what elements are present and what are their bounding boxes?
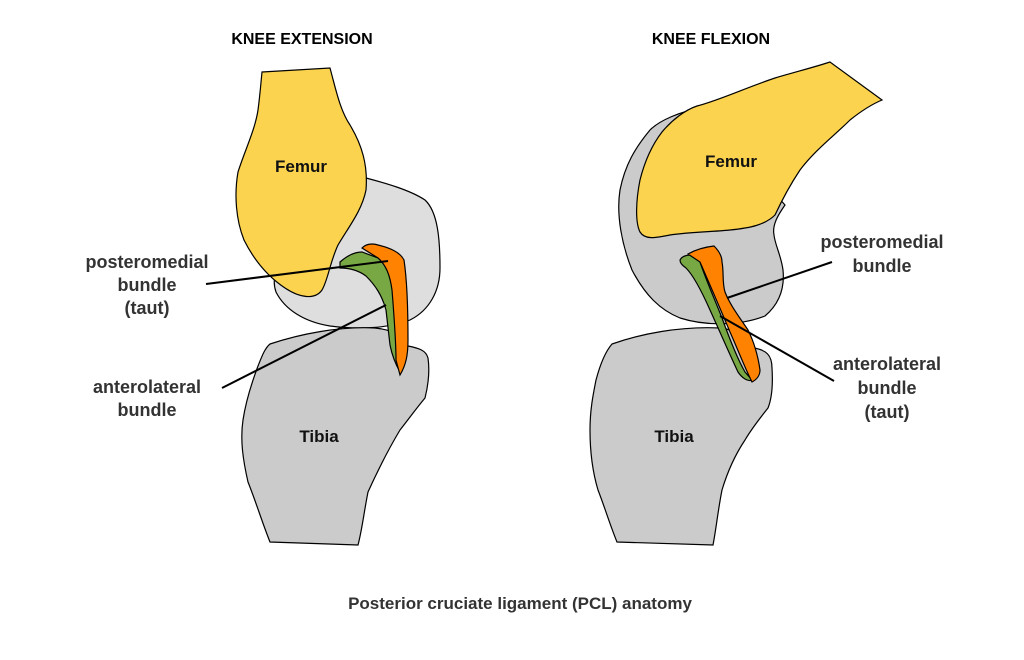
femur-label-extension: Femur (275, 157, 327, 176)
panel-title-extension: KNEE EXTENSION (231, 31, 372, 48)
callout-line: anterolateral (93, 377, 201, 397)
figure-caption: Posterior cruciate ligament (PCL) anatom… (348, 594, 692, 613)
callout-line: posteromedial (85, 252, 208, 272)
posteromedial-bundle-flexion (686, 245, 761, 383)
callout-line: anterolateral (833, 354, 941, 374)
anterolateral-callout-extension: anterolateral bundle (93, 377, 201, 420)
callout-line: bundle (858, 378, 917, 398)
leader-line-anterolateral-flexion (719, 315, 835, 382)
femur-flexion (636, 61, 884, 239)
anterolateral-callout-flexion: anterolateral bundle (taut) (833, 354, 941, 422)
leader-line-anterolateral-extension (221, 304, 387, 389)
panel-knee-flexion: KNEE FLEXION Femur Tibia posteromedial b… (589, 31, 944, 546)
callout-line: bundle (118, 275, 177, 295)
posteromedial-callout-extension: posteromedial bundle (taut) (85, 252, 208, 318)
femur-extension (235, 67, 367, 298)
anterolateral-bundle-extension (339, 251, 401, 375)
posteromedial-callout-flexion: posteromedial bundle (820, 232, 943, 276)
panel-title-flexion: KNEE FLEXION (652, 31, 770, 48)
callout-line: (taut) (125, 298, 170, 318)
callout-line: (taut) (865, 402, 910, 422)
callout-line: bundle (118, 400, 177, 420)
callout-line: posteromedial (820, 232, 943, 252)
leader-line-posteromedial-flexion (726, 261, 833, 299)
callout-line: bundle (853, 256, 912, 276)
tibia-label-extension: Tibia (299, 427, 339, 446)
panel-knee-extension: KNEE EXTENSION Femur Tibia posteromedial… (85, 31, 441, 546)
leader-line-posteromedial-extension (205, 260, 389, 285)
femur-label-flexion: Femur (705, 152, 757, 171)
posteromedial-bundle-extension (361, 243, 409, 377)
tibia-label-flexion: Tibia (654, 427, 694, 446)
